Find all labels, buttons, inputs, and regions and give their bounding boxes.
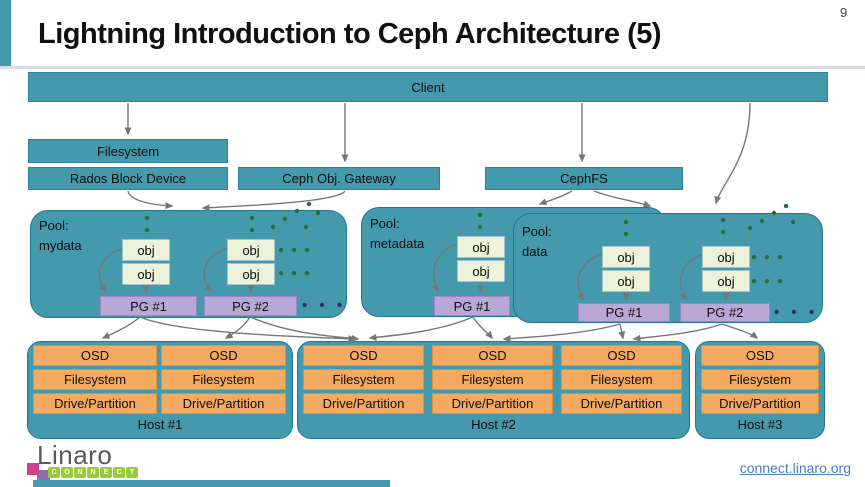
connect-letter: N (87, 467, 99, 478)
osd-drive-box: Drive/Partition (303, 393, 424, 414)
header-divider (0, 66, 865, 69)
cephfs-box: CephFS (485, 167, 683, 190)
obj-box: obj (227, 263, 275, 285)
pg-ellipsis: • • • (302, 297, 347, 314)
osd-drive-box: Drive/Partition (161, 393, 286, 414)
osd-box: OSD (303, 345, 424, 366)
pg-box: PG #2 (204, 296, 297, 316)
osd-box: OSD (33, 345, 157, 366)
cephfs-label: CephFS (560, 171, 608, 186)
footer-link[interactable]: connect.linaro.org (739, 460, 851, 476)
rados-block-device-box: Rados Block Device (28, 167, 228, 190)
filesystem-label: Filesystem (96, 143, 160, 159)
pool-mydata-label: Pool: mydata (39, 218, 82, 253)
bottom-progress-bar (33, 480, 390, 487)
connect-letter: C (113, 467, 125, 478)
page-number: 9 (840, 5, 848, 20)
host-3-label: Host #3 (737, 417, 783, 432)
pg-box: PG #1 (578, 303, 670, 322)
host-1-label: Host #1 (137, 417, 183, 432)
obj-box: obj (227, 239, 275, 261)
logo-purple-square (37, 470, 50, 483)
pg-box: PG #1 (100, 296, 197, 316)
osd-box: OSD (161, 345, 286, 366)
host-2-label: Host #2 (471, 417, 516, 432)
pg-ellipsis: • • • (774, 304, 819, 321)
linaro-connect-letters: C O N N E C T (48, 467, 138, 478)
obj-box: obj (122, 239, 170, 261)
osd-filesystem-box: Filesystem (432, 369, 553, 390)
pool-data: Pool: data (513, 213, 823, 323)
osd-box: OSD (561, 345, 682, 366)
obj-box: obj (702, 270, 750, 292)
connect-letter: O (61, 467, 73, 478)
osd-filesystem-box: Filesystem (161, 369, 286, 390)
obj-box: obj (457, 260, 505, 282)
connect-letter: C (48, 467, 60, 478)
obj-box: obj (702, 246, 750, 268)
osd-drive-box: Drive/Partition (561, 393, 682, 414)
pool-data-label: Pool: data (522, 224, 552, 259)
obj-box: obj (122, 263, 170, 285)
left-accent-stripe (0, 0, 11, 67)
pg-box: PG #2 (680, 303, 770, 322)
osd-drive-box: Drive/Partition (432, 393, 553, 414)
osd-filesystem-box: Filesystem (33, 369, 157, 390)
rados-block-device-label: Rados Block Device (69, 171, 187, 186)
ceph-obj-gateway-label: Ceph Obj. Gateway (282, 171, 396, 186)
osd-filesystem-box: Filesystem (561, 369, 682, 390)
osd-filesystem-box: Filesystem (701, 369, 819, 390)
connect-letter: N (74, 467, 86, 478)
pg-box: PG #1 (434, 296, 510, 316)
obj-box: obj (457, 236, 505, 258)
connect-letter: T (126, 467, 138, 478)
logo-magenta-square (27, 463, 39, 475)
ceph-obj-gateway-box: Ceph Obj. Gateway (238, 167, 440, 190)
osd-drive-box: Drive/Partition (33, 393, 157, 414)
client-box: Client (28, 72, 828, 102)
client-label: Client (411, 79, 445, 95)
osd-box: OSD (432, 345, 553, 366)
obj-box: obj (602, 246, 650, 268)
obj-box: obj (602, 270, 650, 292)
osd-filesystem-box: Filesystem (303, 369, 424, 390)
pool-metadata-label: Pool: metadata (370, 216, 425, 251)
osd-box: OSD (701, 345, 819, 366)
osd-drive-box: Drive/Partition (701, 393, 819, 414)
connect-letter: E (100, 467, 112, 478)
filesystem-box: Filesystem (28, 139, 228, 163)
page-title: Lightning Introduction to Ceph Architect… (38, 18, 662, 50)
linaro-logo-text: Linaro (37, 440, 113, 470)
